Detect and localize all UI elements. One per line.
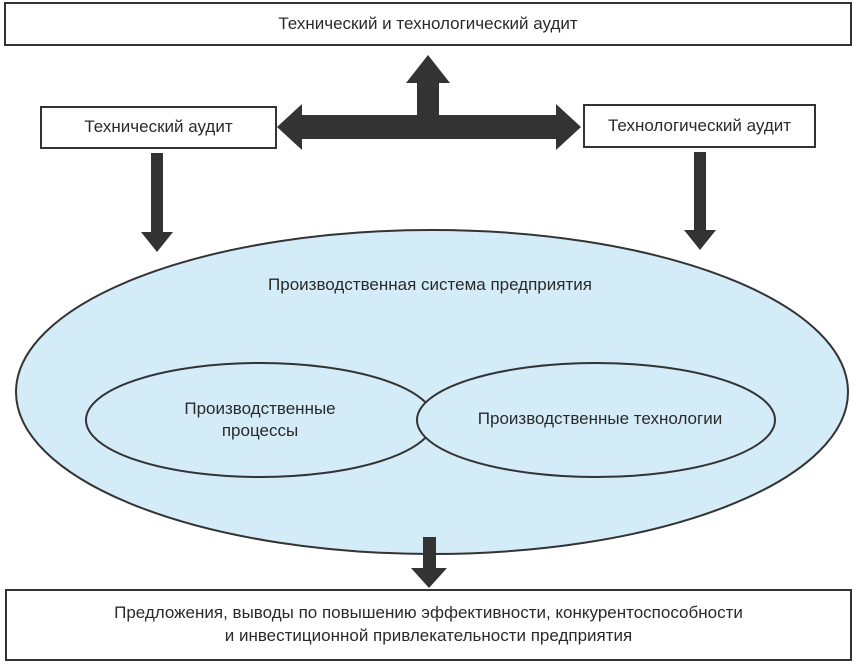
technical-technological-audit-box: Технический и технологический аудит (4, 2, 852, 46)
down-arrow-technical (141, 153, 173, 252)
technical-audit-box: Технический аудит (40, 106, 277, 149)
processes-label-line1: Производственные (184, 399, 336, 418)
up-arrow (406, 55, 450, 116)
proposals-box: Предложения, выводы по повышению эффекти… (5, 589, 852, 661)
technologies-ellipse (416, 362, 776, 478)
technological-audit-box: Технологический аудит (583, 104, 816, 148)
technological-audit-label: Технологический аудит (607, 115, 792, 135)
processes-label: Производственные процессы (160, 398, 360, 442)
proposals-line1: Предложения, выводы по повышению эффекти… (114, 603, 743, 623)
double-arrow (277, 104, 581, 150)
processes-label-line2: процессы (221, 421, 299, 441)
proposals-line2: и инвестиционной привлекательности предп… (224, 626, 633, 645)
down-arrow-technological (684, 152, 716, 250)
system-label: Производственная система предприятия (268, 275, 592, 294)
top-box-label: Технический и технологический аудит (278, 13, 578, 33)
down-arrow-bottom (411, 537, 447, 588)
technical-audit-label: Технический аудит (84, 117, 233, 137)
technologies-label: Производственные технологии (477, 409, 723, 428)
